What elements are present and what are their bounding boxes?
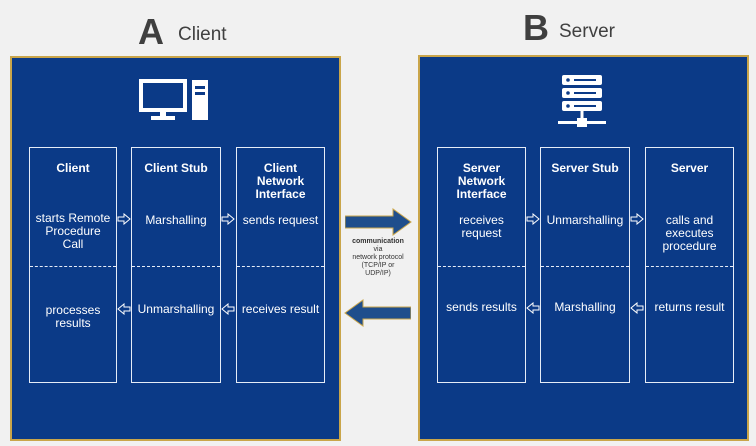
flow-arrow-left-icon	[221, 303, 235, 315]
request-arrow-icon	[345, 208, 412, 236]
communication-line: network protocol	[352, 254, 404, 261]
flow-arrow-right-icon	[221, 213, 235, 225]
communication-line: (TCP/IP or	[361, 262, 395, 269]
column-divider	[30, 266, 116, 267]
client-panel: Client starts Remote Procedure Call proc…	[10, 56, 341, 441]
client-network-interface-column: Client Network Interface sends request r…	[236, 147, 325, 383]
server-title: Server	[559, 21, 615, 42]
column-title: Client	[56, 161, 90, 175]
response-arrow-icon	[344, 299, 411, 327]
column-top-text: starts Remote Procedure Call	[35, 211, 111, 251]
server-column: Server calls and executes procedure retu…	[645, 147, 734, 383]
column-top-text: receives request	[459, 213, 504, 240]
client-column: Client starts Remote Procedure Call proc…	[29, 147, 117, 383]
column-bottom-text: Unmarshalling	[137, 302, 215, 316]
flow-arrow-right-icon	[117, 213, 131, 225]
flow-arrow-left-icon	[526, 302, 540, 314]
column-bottom-text: sends results	[446, 300, 517, 314]
flow-arrow-right-icon	[630, 213, 644, 225]
communication-label: communication via network protocol (TCP/…	[340, 238, 416, 278]
server-network-interface-column: Server Network Interface receives reques…	[437, 147, 526, 383]
column-top-text: Marshalling	[145, 213, 207, 227]
column-divider	[237, 266, 324, 267]
column-divider	[646, 266, 733, 267]
client-title: Client	[178, 24, 227, 45]
column-divider	[438, 266, 525, 267]
column-title: Client Network Interface	[255, 161, 306, 201]
flow-arrow-left-icon	[630, 302, 644, 314]
communication-line: communication	[352, 238, 404, 245]
client-stub-column: Client Stub Marshalling Unmarshalling	[131, 147, 221, 383]
column-title: Client Stub	[144, 161, 208, 175]
column-title: Server Network Interface	[456, 161, 507, 201]
column-top-text: calls and executes procedure	[662, 213, 717, 253]
server-panel: Server Network Interface receives reques…	[418, 55, 749, 441]
communication-line: UDP/IP)	[365, 270, 391, 277]
flow-arrow-left-icon	[117, 303, 131, 315]
column-bottom-text: receives result	[241, 302, 320, 316]
flow-arrow-right-icon	[526, 213, 540, 225]
computer-icon	[139, 79, 208, 120]
column-title: Server Stub	[551, 161, 619, 175]
server-stub-column: Server Stub Unmarshalling Marshalling	[540, 147, 630, 383]
column-divider	[132, 266, 220, 267]
column-bottom-text: returns result	[654, 300, 725, 314]
column-top-text: sends request	[242, 213, 319, 227]
column-divider	[541, 266, 629, 267]
server-rack-icon	[558, 75, 606, 127]
server-letter: B	[523, 7, 549, 48]
column-bottom-text: processes results	[45, 303, 101, 330]
column-title: Server	[670, 161, 709, 175]
column-bottom-text: Marshalling	[554, 300, 616, 314]
communication-line: via	[373, 246, 383, 253]
column-top-text: Unmarshalling	[546, 213, 624, 227]
client-letter: A	[138, 11, 164, 52]
